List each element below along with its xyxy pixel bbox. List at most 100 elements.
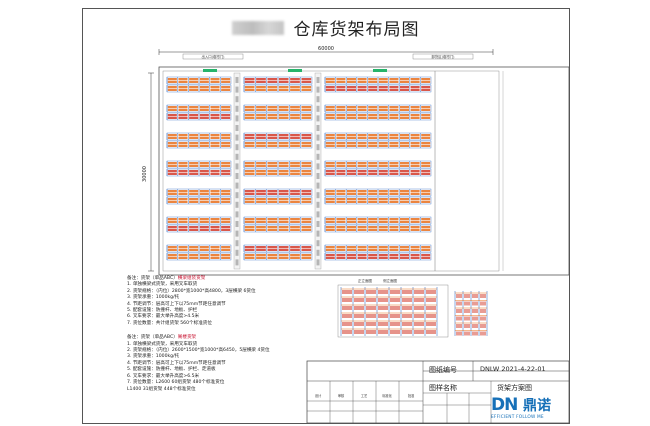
rack-row	[243, 112, 313, 121]
logo-mark: DN	[491, 395, 518, 415]
aisle-pallet	[316, 182, 320, 189]
rack-row	[166, 188, 232, 197]
aisle-pallet	[316, 211, 320, 218]
note-line: 2. 货架规格：（内位）2600*1500*宽1000*高6450，5层横梁 4…	[127, 348, 270, 354]
svg-text:审核: 审核	[338, 393, 345, 398]
dimension-height: 30000	[142, 166, 148, 182]
aisle-pallet	[316, 221, 320, 227]
aisle-pallet	[235, 221, 239, 227]
aisle-pallet	[316, 115, 320, 122]
aisle-pallet	[316, 192, 320, 199]
sample-name-label: 图样名称	[429, 384, 457, 392]
rack-row	[324, 160, 432, 169]
aisle-pallet	[316, 153, 320, 160]
svg-text:正立面图: 正立面图	[358, 278, 372, 283]
aisle-pallet	[235, 259, 239, 266]
rack-row	[324, 112, 432, 121]
aisle-pallet	[235, 144, 239, 151]
aisle-gap	[314, 72, 322, 270]
notes-section-1-heading: 备注：货架（单品ABC）横梁组装货架	[127, 276, 206, 281]
rack-row	[166, 216, 232, 225]
rack-row	[324, 168, 432, 177]
aisle-pallet	[316, 201, 320, 208]
aisle-pallet	[235, 230, 239, 237]
rack-row	[243, 140, 313, 149]
aisle-pallet	[316, 240, 320, 247]
rack-row	[324, 244, 432, 253]
note-line: 3. 货架承重：1000kg/托	[127, 354, 180, 360]
aisle-pallet	[316, 134, 320, 141]
aisle-pallet	[235, 163, 239, 170]
rack-row	[243, 84, 313, 93]
title-block: 设计 审核 工艺 标准化 批准	[306, 360, 569, 423]
rack-row	[166, 224, 232, 233]
aisle-pallet	[235, 240, 239, 247]
notes-section-2-heading: 备注：货架（单品ABC）阁楼货架	[127, 335, 197, 341]
aisle-pallet	[235, 77, 239, 83]
logo-tagline: EFFICIENT FOLLOW ME	[491, 415, 544, 420]
rack-row	[166, 84, 232, 93]
side-elevation: 侧立面图	[383, 278, 488, 336]
rack-row	[324, 140, 432, 149]
top-label-entrance: 出入口(卷帘门)	[202, 54, 226, 59]
aisle-pallet	[316, 163, 320, 170]
rack-row	[166, 132, 232, 141]
rack-row	[243, 252, 313, 261]
rack-row	[166, 76, 232, 85]
drawing-no-label: 图纸编号	[429, 366, 457, 374]
aisle-pallet	[235, 173, 239, 179]
aisle-marker	[203, 69, 217, 72]
aisle-pallet	[316, 230, 320, 237]
note-line: 2. 货架规格：（内位）2800*宽1000*高4800，3层横梁 6货位	[127, 288, 256, 294]
top-label-unloading: 卸货区(卷帘门)	[432, 54, 456, 59]
rack-row	[166, 168, 232, 177]
note-line: 1. 单独横梁式货架，采用叉车取货	[127, 282, 198, 288]
sample-name-value: 货架方案图	[497, 384, 532, 392]
aisle-pallet	[316, 77, 320, 83]
aisle-pallet	[316, 144, 320, 151]
aisle-pallet	[235, 134, 239, 141]
drawing-title: 仓库货架布局图	[293, 20, 420, 40]
logo-name: 鼎诺	[523, 398, 551, 414]
note-line: 6. 叉车要求：最大举升高度>4.5米	[127, 314, 200, 320]
rack-row	[243, 132, 313, 141]
aisle-pallet	[316, 259, 320, 266]
rack-row	[166, 104, 232, 113]
aisle-pallet	[235, 125, 239, 131]
front-elevation: 正立面图	[337, 278, 449, 338]
note-line: 3. 货架承重：1000kg/托	[127, 295, 180, 301]
note-line: 6. 叉车要求：最大举升高度>6.5米	[127, 373, 200, 379]
rack-row	[243, 224, 313, 233]
note-line: 7. 货位数量：L2600 60组货架 480个标准货位	[127, 380, 225, 386]
aisle-gap	[233, 72, 241, 270]
aisle-pallet	[316, 125, 320, 131]
rack-row	[166, 244, 232, 253]
rack-row	[324, 76, 432, 85]
rack-row	[243, 160, 313, 169]
drawing-sheet: 仓库货架布局图 60000 出入口(卷帘门) 卸货区(卷帘门) 30000	[82, 8, 570, 424]
aisle-pallet	[316, 86, 320, 93]
rack-row	[324, 188, 432, 197]
aisle-pallet	[235, 115, 239, 122]
dimension-width: 60000	[318, 46, 334, 52]
rack-row	[166, 252, 232, 261]
redacted-company-name	[232, 20, 285, 35]
notes-section-2-highlight: 阁楼货架	[177, 335, 197, 341]
aisle-pallet	[316, 96, 320, 103]
building-outline	[158, 66, 569, 276]
aisle-pallet	[235, 192, 239, 199]
aisle-pallet	[235, 211, 239, 218]
rack-row	[324, 224, 432, 233]
svg-text:侧立面图: 侧立面图	[383, 278, 397, 283]
aisle-pallet	[235, 201, 239, 208]
aisle-pallet	[235, 86, 239, 93]
rack-row	[166, 140, 232, 149]
rack-row	[166, 112, 232, 121]
svg-text:标准化: 标准化	[382, 393, 392, 398]
rack-row	[324, 252, 432, 261]
svg-text:设计: 设计	[315, 393, 322, 398]
note-line: L1400 31组货架 448个标准货位	[127, 386, 196, 392]
